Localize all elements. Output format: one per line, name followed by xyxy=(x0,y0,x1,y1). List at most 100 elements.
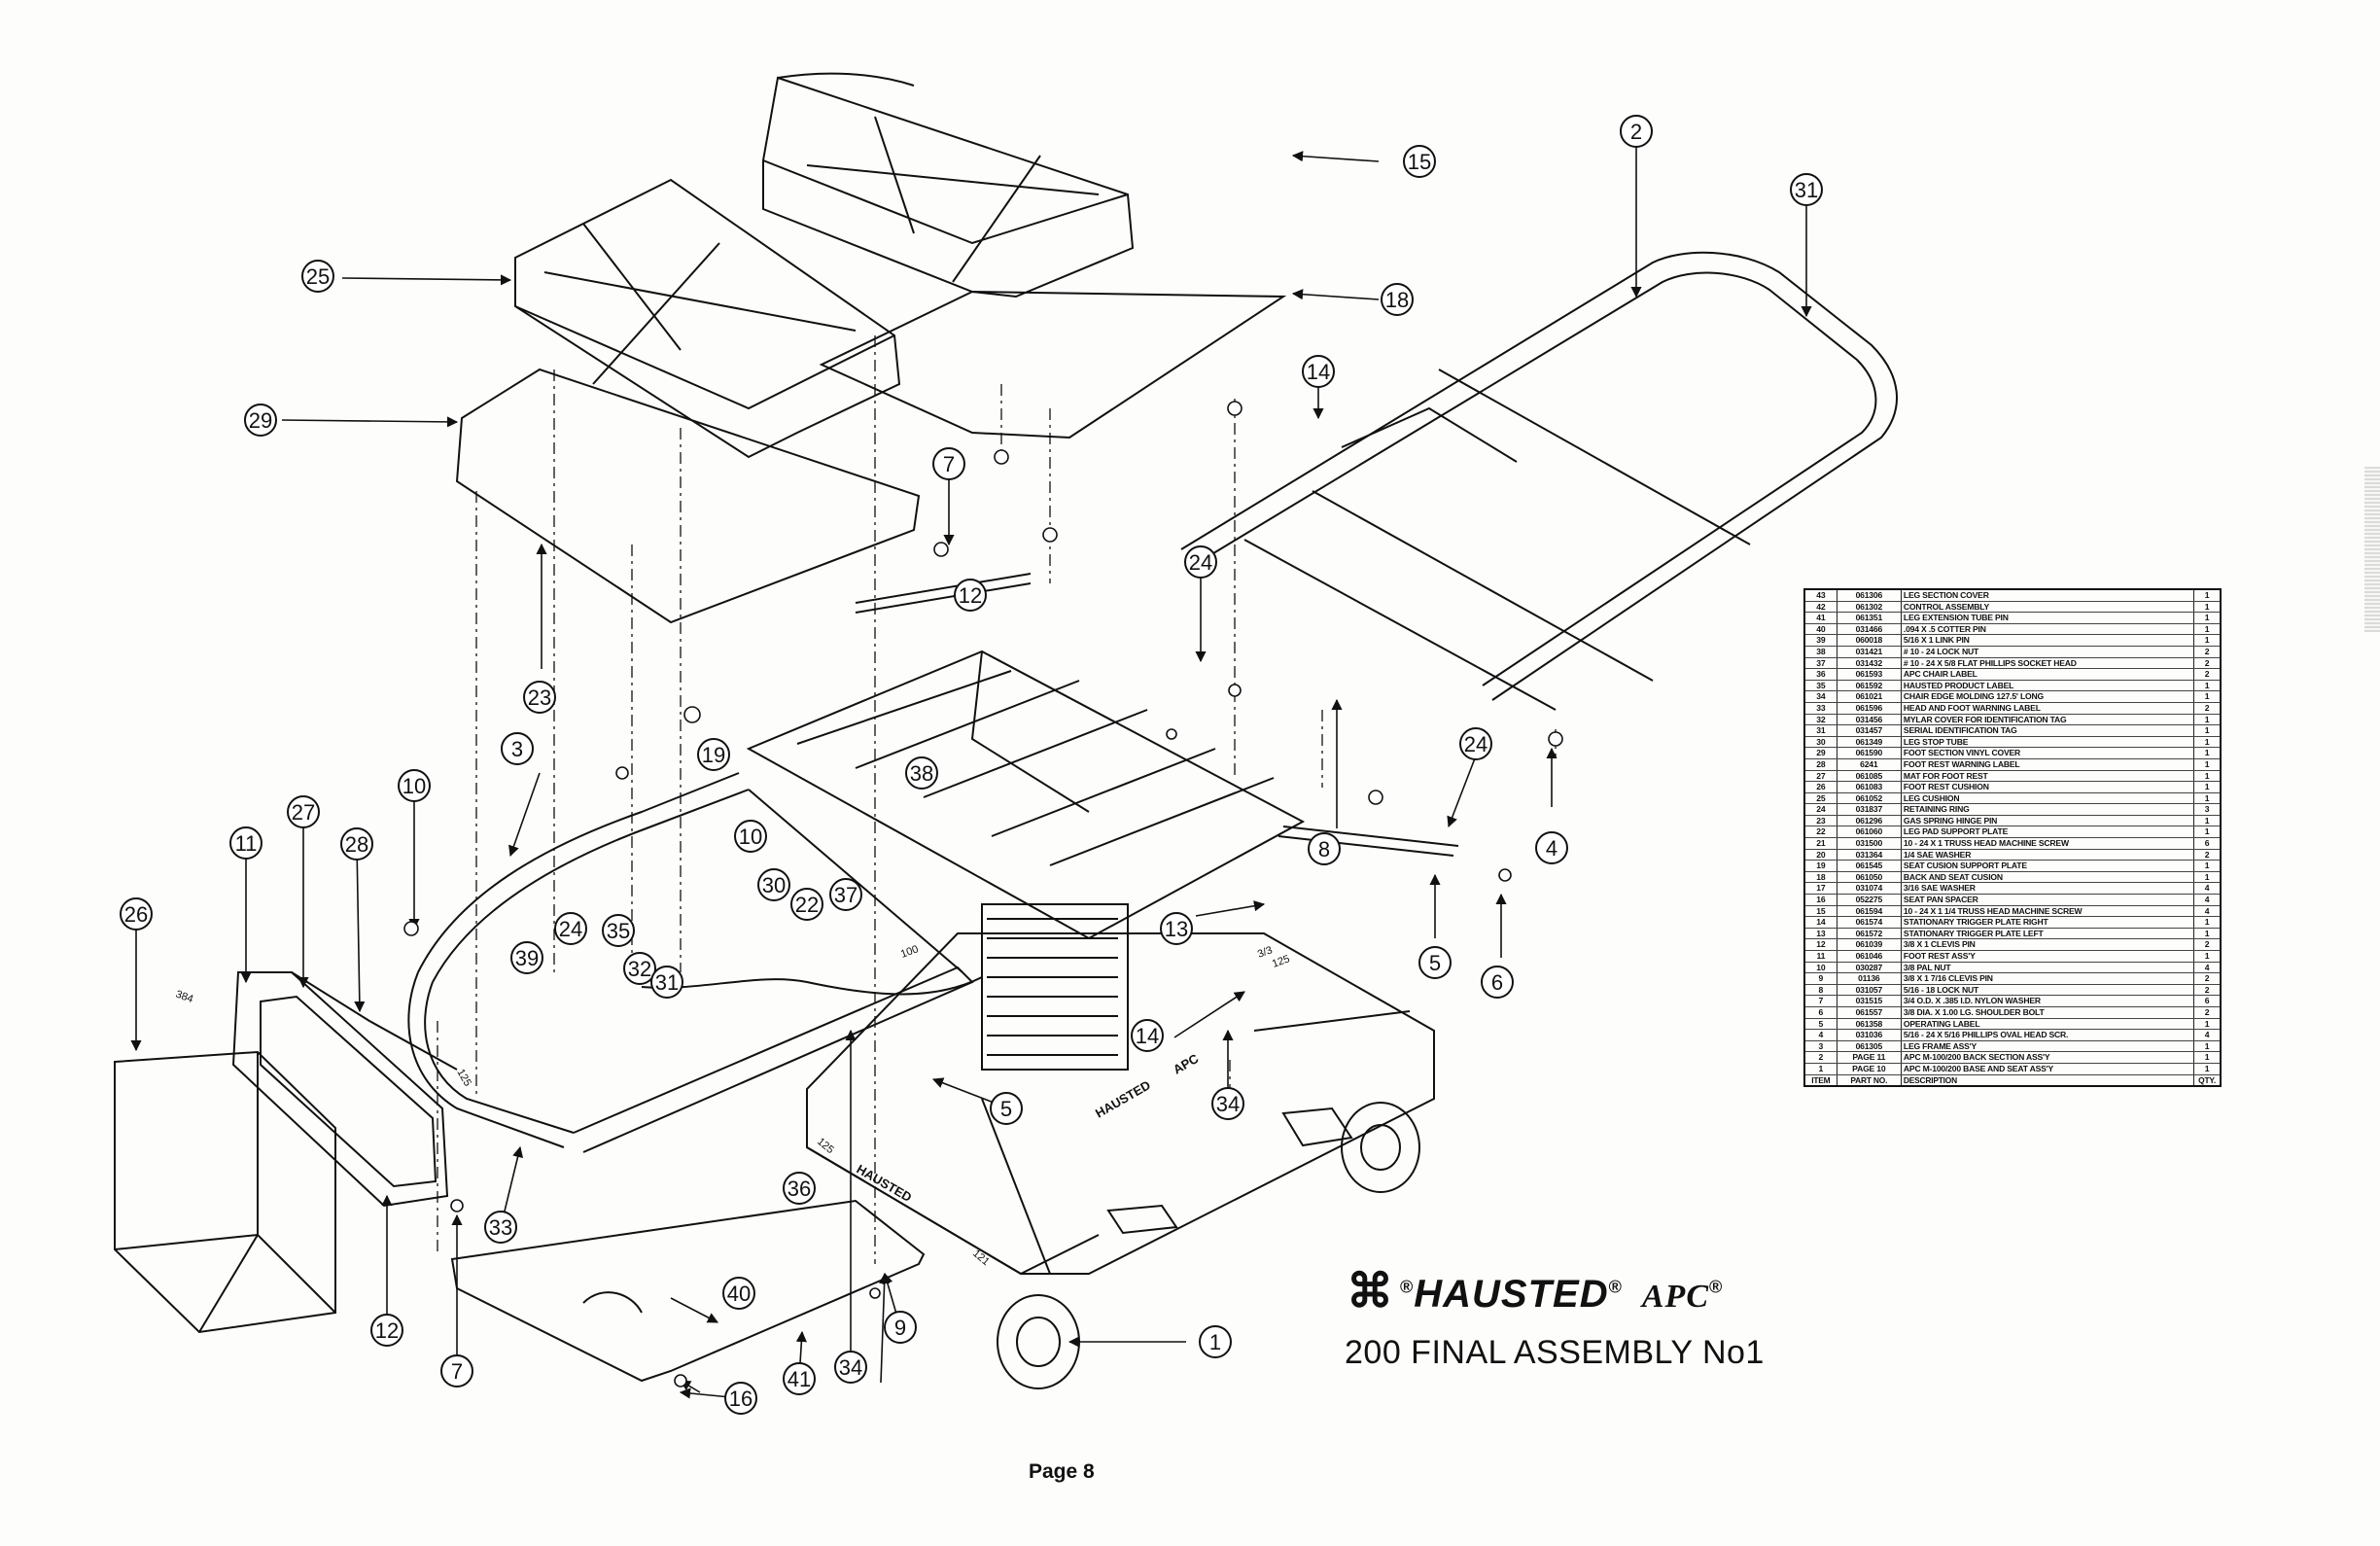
svg-text:31: 31 xyxy=(655,970,679,995)
table-cell-qty: 1 xyxy=(2193,1040,2221,1053)
callout-6: 6 xyxy=(1481,966,1514,999)
table-cell-qty: 1 xyxy=(2193,747,2221,759)
table-cell-description: SERIAL IDENTIFICATION TAG xyxy=(1900,724,2194,737)
table-cell-part-no: 031500 xyxy=(1836,837,1902,850)
table-cell-part-no: 061349 xyxy=(1836,736,1902,749)
table-cell-description: LEG CUSHION xyxy=(1900,792,2194,805)
table-cell-part-no: 061590 xyxy=(1836,747,1902,759)
table-cell-item: 15 xyxy=(1803,905,1838,918)
seat-frame xyxy=(746,650,1306,940)
table-cell-item: 23 xyxy=(1803,815,1838,827)
callout-5-right: 5 xyxy=(1418,946,1452,979)
svg-text:24: 24 xyxy=(1189,550,1212,575)
table-cell-description: HEAD AND FOOT WARNING LABEL xyxy=(1900,702,2194,715)
callout-24-top: 24 xyxy=(1184,545,1217,579)
svg-text:7: 7 xyxy=(943,452,955,476)
table-cell-item: 42 xyxy=(1803,601,1838,614)
model-name: APC xyxy=(1641,1279,1709,1315)
callout-21: 22 xyxy=(790,888,823,921)
table-cell-item: 34 xyxy=(1803,690,1838,703)
callout-2: 2 xyxy=(1620,115,1653,148)
table-cell-item: 22 xyxy=(1803,826,1838,839)
svg-text:5: 5 xyxy=(1000,1097,1012,1121)
svg-text:26: 26 xyxy=(124,902,148,927)
svg-text:HAUSTED: HAUSTED xyxy=(855,1162,915,1205)
callout-29: 29 xyxy=(244,404,277,437)
svg-text:37: 37 xyxy=(834,883,858,907)
table-cell-qty: 1 xyxy=(2193,928,2221,940)
callout-31: 31 xyxy=(650,966,683,999)
svg-text:15: 15 xyxy=(1408,150,1431,174)
table-cell-qty: 2 xyxy=(2193,702,2221,715)
table-cell-description: SEAT CUSION SUPPORT PLATE xyxy=(1900,860,2194,872)
svg-text:1: 1 xyxy=(1209,1330,1221,1354)
svg-text:10: 10 xyxy=(739,825,762,849)
table-cell-part-no: 061557 xyxy=(1836,1006,1902,1019)
table-cell-description: SEAT PAN SPACER xyxy=(1900,894,2194,906)
table-cell-description: CHAIR EDGE MOLDING 127.5' LONG xyxy=(1900,690,2194,703)
table-cell-item: 10 xyxy=(1803,962,1838,974)
table-cell-item: 41 xyxy=(1803,612,1838,624)
svg-text:22: 22 xyxy=(795,893,819,917)
table-cell-item: 26 xyxy=(1803,781,1838,793)
table-cell-description: 10 - 24 x 1 TRUSS HEAD MACHINE SCREW xyxy=(1900,837,2194,850)
table-cell-description: OPERATING LABEL xyxy=(1900,1018,2194,1031)
table-cell-part-no: 061302 xyxy=(1836,601,1902,614)
table-cell-description: MYLAR COVER FOR IDENTIFICATION TAG xyxy=(1900,714,2194,726)
table-cell-part-no: 031466 xyxy=(1836,623,1902,636)
leg-section-cover xyxy=(450,1199,926,1383)
svg-text:125: 125 xyxy=(1271,953,1291,970)
table-cell-item: 19 xyxy=(1803,860,1838,872)
table-cell-description: 5/16 x 1 LINK PIN xyxy=(1900,634,2194,647)
table-cell-qty: 2 xyxy=(2193,849,2221,861)
callout-40: 38 xyxy=(905,756,938,790)
table-cell-item: 14 xyxy=(1803,916,1838,929)
table-cell-item: 6 xyxy=(1803,1006,1838,1019)
svg-text:7: 7 xyxy=(451,1359,463,1384)
svg-text:40: 40 xyxy=(727,1282,751,1306)
table-cell-description: BACK AND SEAT CUSION xyxy=(1900,871,2194,884)
table-cell-description: STATIONARY TRIGGER PLATE LEFT xyxy=(1900,928,2194,940)
table-cell-part-no: 01136 xyxy=(1836,972,1902,985)
callout-10-left: 10 xyxy=(398,769,431,802)
table-cell-qty: 1 xyxy=(2193,623,2221,636)
table-cell-part-no: 031036 xyxy=(1836,1029,1902,1041)
leg-frame-assembly xyxy=(407,772,974,1153)
table-cell-qty: 1 xyxy=(2193,612,2221,624)
table-cell-description: 3/8 DIA. x 1.00 LG. SHOULDER BOLT xyxy=(1900,1006,2194,1019)
table-cell-item: 1 xyxy=(1803,1063,1838,1075)
table-cell-qty: 1 xyxy=(2193,680,2221,692)
callout-28: 28 xyxy=(340,827,373,861)
table-cell-description: FOOT REST ASS'Y xyxy=(1900,950,2194,963)
callout-30: 30 xyxy=(757,868,790,901)
table-cell-description: RETAINING RING xyxy=(1900,803,2194,816)
table-cell-part-no: 061596 xyxy=(1836,702,1902,715)
table-cell-qty: 3 xyxy=(2193,803,2221,816)
table-cell-qty: 2 xyxy=(2193,657,2221,670)
svg-text:28: 28 xyxy=(345,832,368,857)
table-cell-qty: 1 xyxy=(2193,792,2221,805)
table-cell-description: 3/16 SAE WASHER xyxy=(1900,882,2194,896)
leader-lines xyxy=(130,148,1812,1399)
table-cell-part-no: 061592 xyxy=(1836,680,1902,692)
table-cell-part-no: 031074 xyxy=(1836,882,1902,896)
table-cell-part-no: 031456 xyxy=(1836,714,1902,726)
svg-text:16: 16 xyxy=(729,1387,752,1411)
